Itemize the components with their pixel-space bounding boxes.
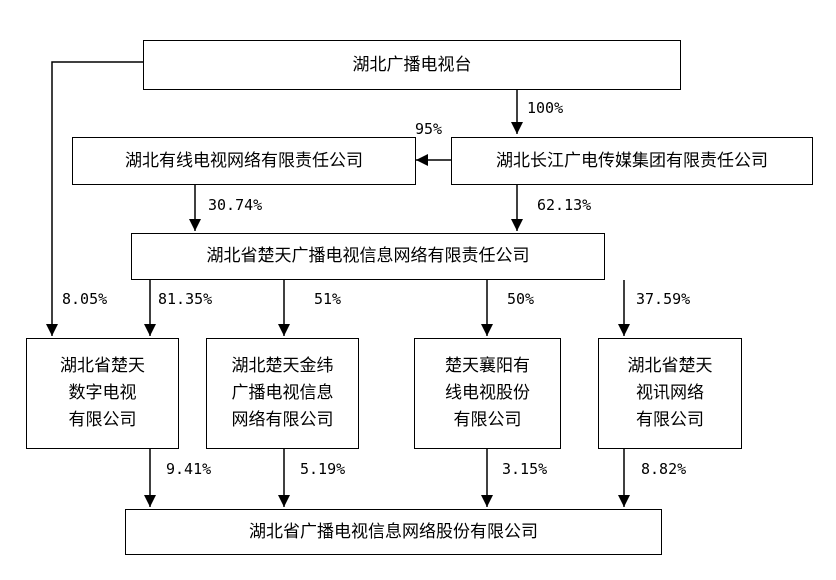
pct-digital-to-target: 9.41%: [166, 460, 212, 478]
entity-shixun-line3: 有限公司: [636, 410, 704, 430]
entity-shixun: 湖北省楚天 视讯网络 有限公司: [598, 338, 742, 449]
entity-digital-tv-line1: 湖北省楚天: [60, 356, 145, 376]
entity-shixun-line1: 湖北省楚天: [627, 356, 713, 376]
entity-jinwei-line1: 湖北楚天金纬: [231, 356, 334, 376]
entity-jinwei-line2: 广播电视信息: [231, 383, 334, 403]
pct-tv-to-digital: 8.05%: [62, 290, 108, 308]
entity-cable-tv-label: 湖北有线电视网络有限责任公司: [125, 150, 363, 171]
pct-jinwei-to-target: 5.19%: [300, 460, 346, 478]
pct-shixun-to-target: 8.82%: [641, 460, 687, 478]
entity-xiangyang-line1: 楚天襄阳有: [445, 356, 530, 376]
entity-jinwei: 湖北楚天金纬 广播电视信息 网络有限公司: [206, 338, 359, 449]
entity-digital-tv-line3: 有限公司: [68, 410, 137, 430]
pct-tv-to-changjiang: 100%: [527, 99, 564, 117]
entity-chutian-info: 湖北省楚天广播电视信息网络有限责任公司: [131, 233, 605, 280]
entity-shixun-line2: 视讯网络: [636, 383, 704, 403]
entity-digital-tv-line2: 数字电视: [68, 383, 137, 403]
arrow-tv-to-digital: [46, 61, 143, 336]
entity-xiangyang-line2: 线电视股份: [445, 383, 530, 403]
pct-chutian-to-xiangyang: 50%: [507, 290, 535, 308]
entity-changjiang-label: 湖北长江广电传媒集团有限责任公司: [496, 150, 768, 171]
pct-chutian-to-jinwei: 51%: [314, 290, 342, 308]
entity-target: 湖北省广播电视信息网络股份有限公司: [125, 509, 662, 555]
entity-hubei-tv: 湖北广播电视台: [143, 40, 681, 90]
entity-hubei-tv-label: 湖北广播电视台: [352, 54, 472, 75]
pct-xiangyang-to-target: 3.15%: [502, 460, 548, 478]
entity-xiangyang-line3: 有限公司: [453, 410, 522, 430]
entity-target-label: 湖北省广播电视信息网络股份有限公司: [249, 521, 538, 542]
pct-changjiang-to-cable: 95%: [415, 120, 443, 138]
pct-chutian-to-shixun: 37.59%: [636, 290, 691, 308]
pct-changjiang-to-chutian: 62.13%: [537, 196, 592, 214]
pct-chutian-to-digital: 81.35%: [158, 290, 213, 308]
entity-xiangyang: 楚天襄阳有 线电视股份 有限公司: [414, 338, 561, 449]
entity-changjiang: 湖北长江广电传媒集团有限责任公司: [451, 137, 813, 185]
entity-chutian-info-label: 湖北省楚天广播电视信息网络有限责任公司: [206, 246, 530, 266]
entity-cable-tv: 湖北有线电视网络有限责任公司: [72, 137, 416, 185]
entity-jinwei-line3: 网络有限公司: [231, 410, 334, 430]
pct-cable-to-chutian: 30.74%: [208, 196, 263, 214]
entity-digital-tv: 湖北省楚天 数字电视 有限公司: [26, 338, 179, 449]
